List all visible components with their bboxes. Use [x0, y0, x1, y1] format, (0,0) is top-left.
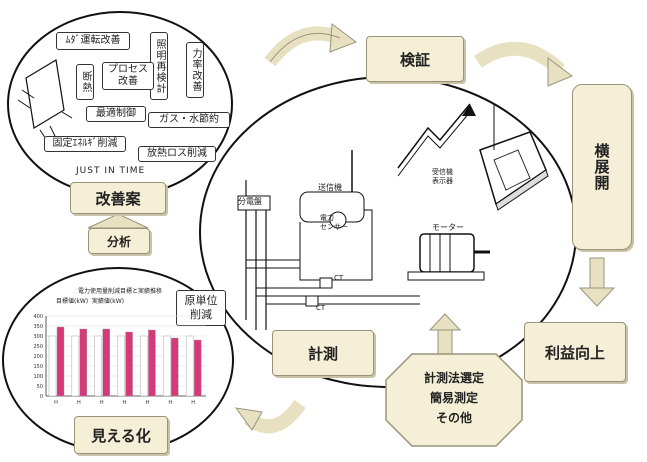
bar-target: [48, 335, 57, 397]
bar-actual: [56, 326, 65, 397]
x-tick-label: H: [54, 400, 58, 406]
idea-fixed-energy: 固定ｴﾈﾙｷﾞ削減: [44, 136, 126, 152]
bar-target: [163, 335, 171, 397]
x-tick-label: H: [100, 400, 104, 406]
panel-label: 分電盤: [238, 197, 262, 206]
idea-power-factor: 力率改善: [186, 42, 204, 98]
motor-label: モーター: [432, 223, 464, 232]
y-tick-label: 50: [37, 384, 43, 390]
kaizen-an-box: 改善案: [70, 182, 166, 214]
keisoku-box: 計測: [272, 330, 374, 376]
x-tick-label: H: [123, 400, 127, 406]
power-sensor-label: 電力 センサー: [320, 214, 348, 231]
chart-title: 電力使用量削減目標と実績推移: [77, 288, 162, 295]
y-tick-label: 350: [33, 324, 43, 330]
jit-label: JUST IN TIME: [76, 166, 146, 176]
curved-arrow-to-mieruka: [234, 407, 263, 431]
yokotenkai-box: 横展開: [572, 84, 632, 250]
idea-insulation: 断熱: [76, 64, 94, 100]
methods-octagon: [385, 353, 523, 447]
legend-actual: 実績値(kW): [91, 298, 125, 305]
curved-arrow-to-yokotenkai: [547, 57, 573, 87]
idea-lighting: 照明再検計: [150, 32, 168, 100]
y-tick-label: 100: [33, 374, 43, 380]
x-tick-label: H: [146, 400, 150, 406]
idea-heat-loss: 放熱ロス削減: [138, 146, 216, 162]
x-tick-label: H: [168, 400, 172, 406]
bar-target: [140, 335, 148, 397]
ct2-label: CT: [316, 304, 326, 312]
motor-body: [419, 233, 475, 273]
ct1-label: CT: [334, 274, 344, 282]
bar-target: [94, 335, 102, 397]
bar-actual: [148, 329, 156, 397]
idea-gas-water: ガス・水節約: [148, 112, 230, 128]
transmitter-label: 送信機: [318, 183, 342, 192]
receiver-label: 受信機 表示器: [432, 168, 453, 185]
up-arrow-bunseki: [87, 213, 149, 229]
curved-arrow-to-kensho: [269, 32, 341, 63]
bar-target: [117, 335, 125, 397]
y-tick-label: 300: [33, 334, 43, 340]
bar-actual: [79, 328, 88, 397]
down-arrow-to-rieki: [578, 287, 616, 307]
mieru-ka-box: 見える化: [74, 416, 168, 454]
bar-actual: [193, 339, 202, 397]
idea-optimal-control: 最適制御: [86, 106, 146, 122]
y-tick-label: 0: [40, 394, 43, 400]
bar-target: [185, 335, 194, 397]
bar-actual: [125, 331, 133, 397]
methods-label: 計測法選定 簡易測定 その他: [423, 371, 484, 425]
idea-process: プロセス改善: [102, 62, 154, 90]
gentani-badge: 原単位 削減: [176, 290, 226, 326]
x-tick-label: H: [77, 400, 81, 406]
chart-legend: 目標値(kW) 実績値(kW): [56, 296, 124, 305]
up-arrow-to-keisoku: [428, 313, 462, 331]
idea-muda: ﾑﾀﾞ運転改善: [56, 32, 130, 50]
kensho-box: 検証: [366, 36, 464, 82]
solar-panel-sketch: [25, 59, 65, 129]
bar-actual: [171, 337, 179, 397]
wireless-signal: [397, 103, 471, 169]
bunseki-box: 分析: [88, 228, 150, 254]
y-tick-label: 150: [33, 364, 43, 370]
y-tick-label: 200: [33, 354, 43, 360]
legend-target: 目標値(kW): [56, 298, 89, 305]
bar-actual: [102, 328, 110, 397]
bar-target: [71, 335, 80, 397]
x-tick-label: H: [191, 400, 195, 406]
rieki-box: 利益向上: [524, 322, 626, 382]
y-tick-label: 400: [33, 314, 43, 320]
y-tick-label: 250: [33, 344, 43, 350]
